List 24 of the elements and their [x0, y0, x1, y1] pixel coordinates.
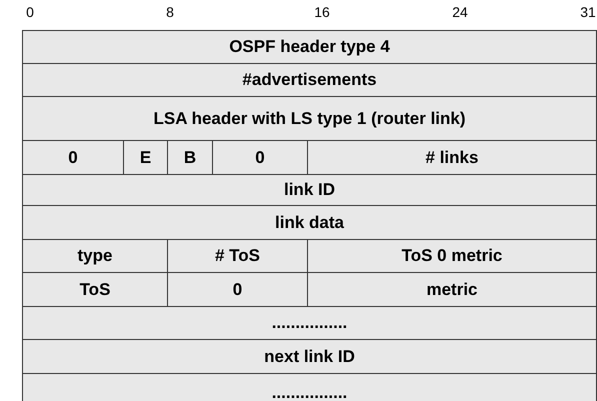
field-cell: 0: [167, 272, 308, 307]
bit-number: 8: [166, 4, 174, 20]
field-cell: next link ID: [22, 339, 597, 374]
field-cell: OSPF header type 4: [22, 30, 597, 64]
bit-number: 16: [314, 4, 330, 20]
field-cell: link data: [22, 205, 597, 240]
field-cell: #advertisements: [22, 63, 597, 97]
field-cell: link ID: [22, 174, 597, 206]
bit-number: 0: [26, 4, 34, 20]
field-cell: ToS 0 metric: [307, 239, 597, 273]
field-cell: LSA header with LS type 1 (router link): [22, 96, 597, 141]
field-cell: # links: [307, 140, 597, 175]
field-cell: ToS: [22, 272, 168, 307]
field-cell: metric: [307, 272, 597, 307]
bit-number: 31: [580, 4, 596, 20]
field-cell: 0: [212, 140, 308, 175]
field-cell: # ToS: [167, 239, 308, 273]
field-cell: 0: [22, 140, 124, 175]
field-cell: B: [167, 140, 213, 175]
field-cell: E: [123, 140, 168, 175]
field-cell: ................: [22, 373, 597, 401]
field-cell: ................: [22, 306, 597, 340]
field-cell: type: [22, 239, 168, 273]
bit-number: 24: [452, 4, 468, 20]
